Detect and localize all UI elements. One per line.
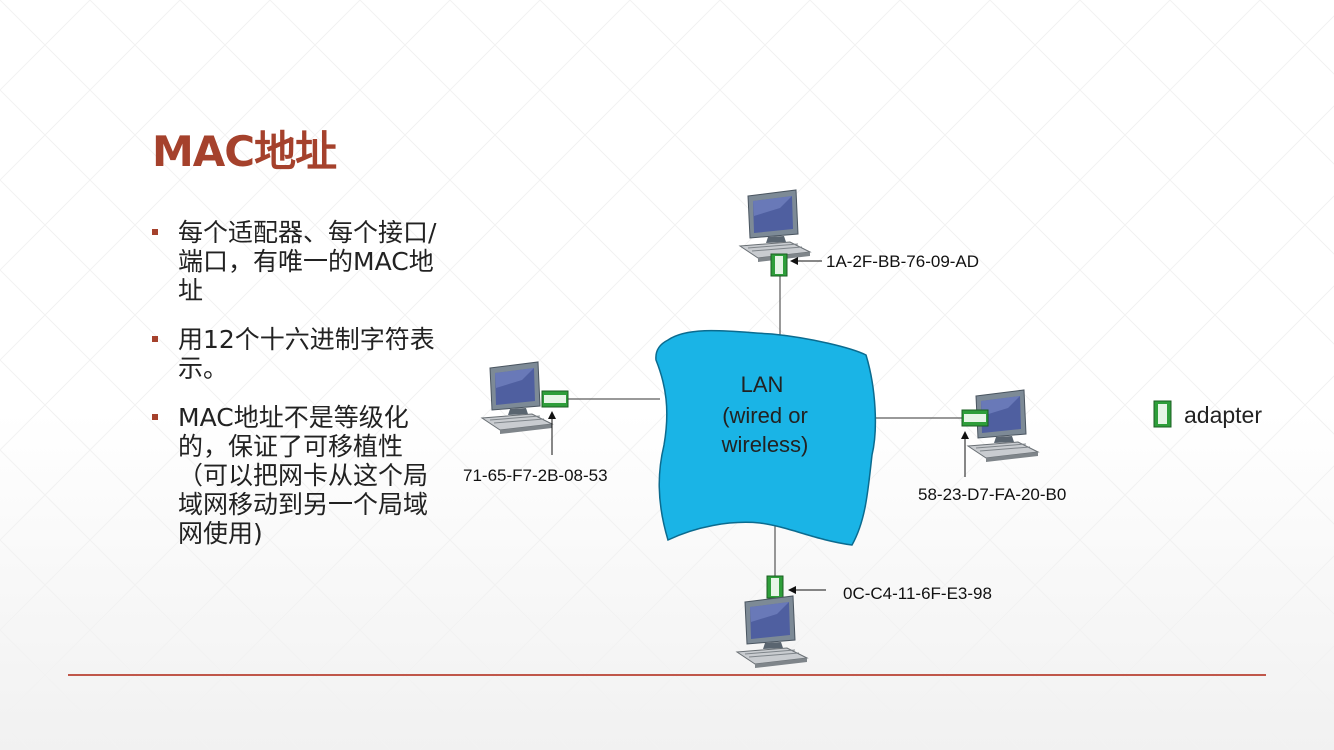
bullet-text: MAC地址不是等级化的，保证了可移植性（可以把网卡从这个局域网移动到另一个局域网… — [178, 403, 429, 548]
legend-label: adapter — [1184, 402, 1262, 428]
slide-title: MAC地址 — [152, 127, 337, 176]
lan-label-line1: LAN — [741, 372, 784, 397]
adapter-icon — [541, 390, 569, 408]
lan-cloud-icon — [655, 329, 877, 546]
bullet-marker-icon — [152, 336, 158, 342]
bullet-item: 用12个十六进制字符表示。 — [152, 325, 452, 383]
legend-adapter-inner — [1158, 404, 1167, 424]
mac-address-top: 1A-2F-BB-76-09-AD — [826, 252, 979, 271]
lan-label-line2: (wired or — [722, 403, 808, 428]
bullet-item: 每个适配器、每个接口/端口，有唯一的MAC地址 — [152, 218, 452, 305]
computer-icon — [736, 595, 808, 669]
bullet-item: MAC地址不是等级化的，保证了可移植性（可以把网卡从这个局域网移动到另一个局域网… — [152, 403, 452, 548]
legend: adapter — [1153, 400, 1262, 428]
lan-label-line3: wireless) — [721, 432, 809, 457]
bullet-marker-icon — [152, 229, 158, 235]
mac-address-right: 58-23-D7-FA-20-B0 — [918, 485, 1066, 504]
adapter-icon — [770, 253, 788, 277]
bullet-text: 每个适配器、每个接口/端口，有唯一的MAC地址 — [178, 218, 437, 305]
bullet-marker-icon — [152, 414, 158, 420]
bullet-text: 用12个十六进制字符表示。 — [178, 325, 435, 383]
footer-divider — [68, 674, 1266, 676]
mac-address-left: 71-65-F7-2B-08-53 — [463, 466, 608, 485]
adapter-icon — [961, 409, 989, 427]
bullet-list: 每个适配器、每个接口/端口，有唯一的MAC地址 用12个十六进制字符表示。 MA… — [152, 218, 452, 568]
adapter-icon — [766, 575, 784, 599]
mac-address-bottom: 0C-C4-11-6F-E3-98 — [843, 584, 992, 603]
computer-icon — [739, 189, 811, 263]
